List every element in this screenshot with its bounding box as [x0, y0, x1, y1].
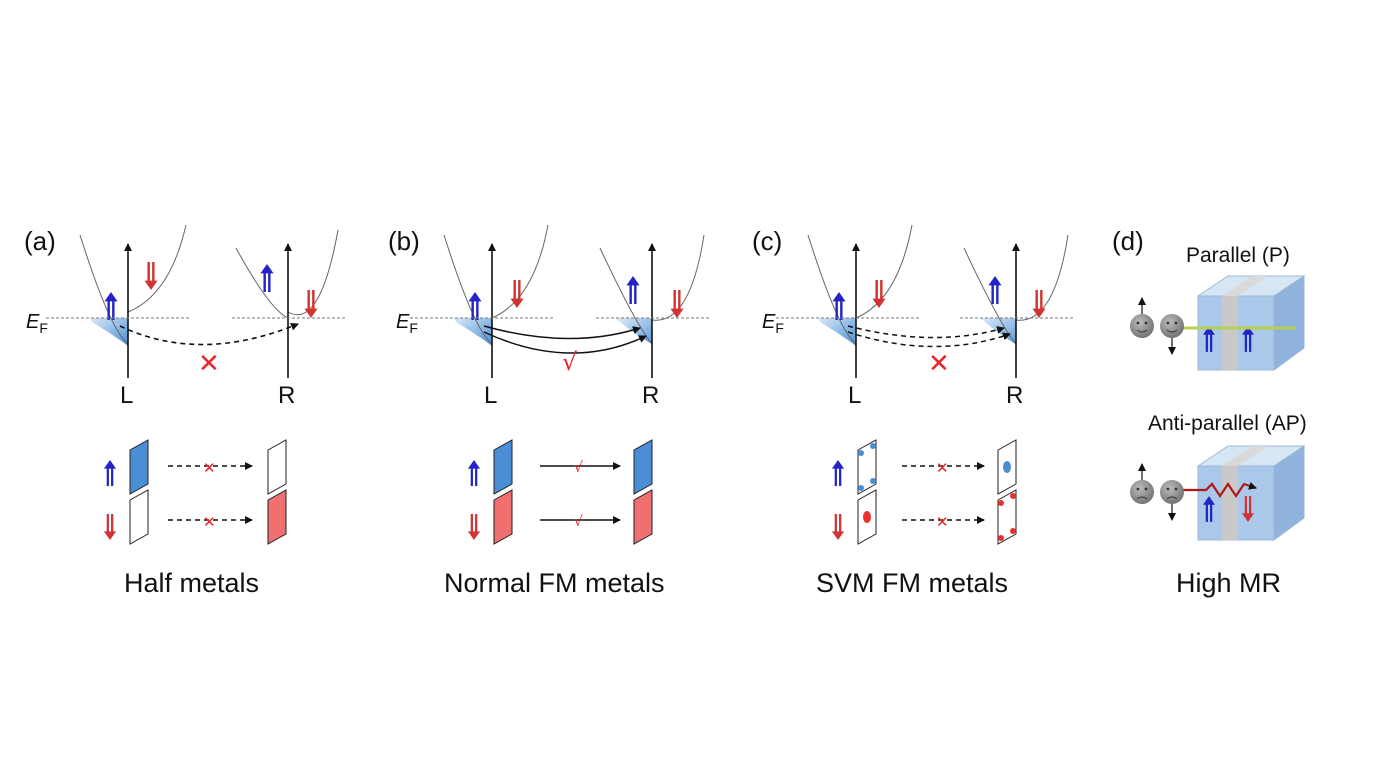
panel-caption: SVM FM metals	[816, 568, 1008, 598]
panel-caption: Half metals	[124, 568, 259, 598]
left-down-state	[493, 489, 513, 545]
blocked-mark: ✕	[928, 349, 950, 379]
panel-label: (a)	[24, 226, 56, 256]
blocked-mark: ✕	[203, 513, 216, 531]
left-lead-bands	[79, 224, 187, 378]
blocked-mark: ✕	[936, 459, 949, 477]
panel-caption: High MR	[1176, 568, 1281, 598]
fermi-level-label: EF	[26, 311, 48, 336]
right-lead-bands	[599, 234, 705, 378]
left-up-state	[129, 439, 149, 495]
right-down-state	[267, 489, 287, 545]
spin-up-arrow-icon	[831, 460, 845, 486]
electron-face-icon	[1160, 314, 1184, 338]
electron-path	[1180, 481, 1257, 498]
right-lead-label: R	[642, 382, 659, 409]
panel-label: (b)	[388, 226, 420, 256]
fermi-level-label: EF	[762, 311, 784, 336]
occupied-up-pocket	[90, 318, 128, 346]
spin-up-arrow-icon	[832, 292, 846, 320]
left-lead-label: L	[120, 382, 133, 409]
spin-down-arrow-icon	[304, 290, 318, 318]
spin-down-arrow-icon	[872, 280, 886, 308]
spin-up-arrow-icon	[104, 292, 118, 320]
panel-a: (a) EF ✕ L R	[24, 224, 346, 598]
panel-b: (b) EF √ L R	[388, 224, 710, 598]
right-lead-bands	[963, 234, 1069, 378]
blocked-mark: ✕	[198, 349, 220, 379]
left-down-state	[129, 489, 149, 545]
left-lead-bands	[443, 224, 549, 378]
left-lead-label: L	[848, 382, 861, 409]
left-lead-label: L	[484, 382, 497, 409]
spin-down-arrow-icon	[670, 290, 684, 318]
spin-down-arrow-icon	[103, 514, 117, 540]
right-down-state	[633, 489, 653, 545]
spin-down-arrow-icon	[144, 262, 158, 290]
state-schematic: √ √	[467, 439, 653, 545]
occupied-up-pocket	[615, 318, 652, 344]
transport-path-up	[483, 325, 641, 340]
state-schematic: ✕ ✕	[103, 439, 287, 545]
spin-up-arrow-icon	[467, 460, 481, 486]
blocked-mark: ✕	[203, 459, 216, 477]
occupied-up-pocket	[818, 318, 856, 346]
right-lead-label: R	[278, 382, 295, 409]
left-up-state	[493, 439, 513, 495]
transport-path-up	[847, 325, 1005, 339]
spin-down-arrow-icon	[1032, 290, 1046, 318]
allowed-mark: √	[574, 514, 583, 530]
allowed-mark: √	[574, 460, 583, 476]
panel-label: (c)	[752, 226, 782, 256]
panel-label: (d)	[1112, 226, 1144, 256]
spin-up-arrow-icon	[988, 276, 1002, 304]
barrier-layer	[1222, 296, 1238, 370]
spin-up-arrow-icon	[103, 460, 117, 486]
occupied-up-pocket	[454, 318, 492, 346]
antiparallel-label: Anti-parallel (AP)	[1148, 412, 1307, 435]
parallel-junction	[1130, 275, 1306, 371]
spin-up-arrow-icon	[260, 264, 274, 292]
electron-face-icon	[1130, 480, 1154, 504]
occupied-up-pocket	[980, 318, 1016, 344]
spin-down-arrow-icon	[467, 514, 481, 540]
state-schematic: ✕ ✕	[831, 439, 1017, 545]
electron-face-icon	[1130, 314, 1154, 338]
left-lead-bands	[807, 224, 913, 378]
right-up-state	[267, 439, 287, 495]
electron-face-icon	[1160, 480, 1184, 504]
transport-path-down	[483, 331, 647, 354]
right-up-state	[633, 439, 653, 495]
parallel-label: Parallel (P)	[1186, 244, 1290, 267]
barrier-layer	[1222, 466, 1238, 540]
spin-down-arrow-icon	[831, 514, 845, 540]
antiparallel-junction	[1130, 445, 1306, 541]
panel-d: (d) Parallel (P) Anti-parallel (AP)	[1112, 226, 1307, 598]
transport-path-down	[847, 331, 1011, 348]
blocked-mark: ✕	[936, 513, 949, 531]
panel-c: (c) EF ✕ L R	[752, 224, 1074, 598]
transport-path	[119, 322, 299, 346]
right-lead-bands	[235, 229, 339, 378]
right-lead-label: R	[1006, 382, 1023, 409]
fermi-level-label: EF	[396, 311, 418, 336]
panel-caption: Normal FM metals	[444, 568, 665, 598]
allowed-mark: √	[562, 348, 578, 376]
spin-up-arrow-icon	[468, 292, 482, 320]
spin-up-arrow-icon	[626, 276, 640, 304]
